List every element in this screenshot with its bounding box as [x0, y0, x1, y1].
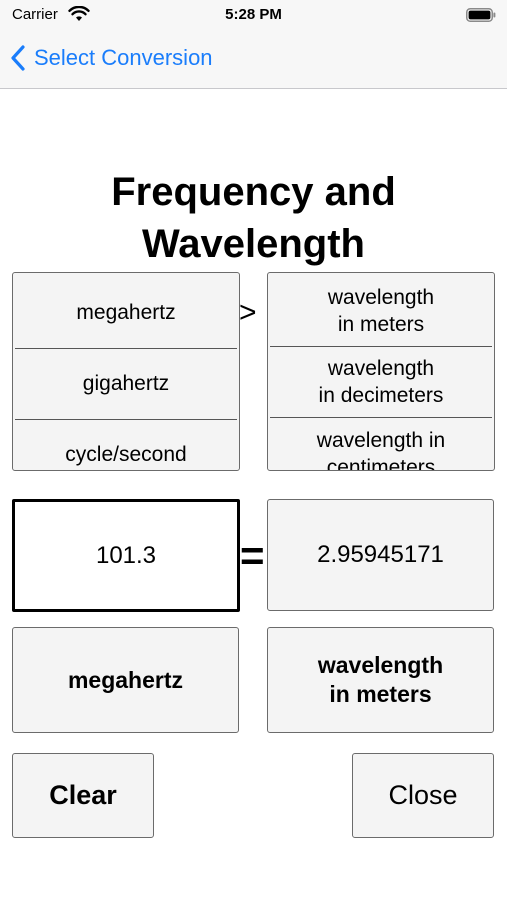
navigation-bar: Select Conversion: [0, 30, 507, 89]
battery-icon: [466, 8, 496, 22]
from-unit-option[interactable]: megahertz: [15, 277, 237, 349]
close-button[interactable]: Close: [352, 753, 494, 838]
conversion-arrow: >: [239, 296, 257, 329]
selected-to-unit: wavelength in meters: [267, 627, 494, 733]
equals-sign: =: [240, 532, 265, 579]
status-bar: [0, 0, 507, 30]
to-unit-option[interactable]: wavelength in centimeters: [316, 429, 446, 471]
to-unit-picker[interactable]: wavelength in meters wavelength in decim…: [267, 272, 495, 471]
result-output: 2.95945171: [267, 499, 494, 611]
status-time: 5:28 PM: [225, 6, 282, 23]
carrier-label: Carrier: [12, 6, 58, 23]
page-title: Frequency and Wavelength: [111, 170, 396, 266]
value-input-text: 101.3: [95, 541, 157, 569]
to-unit-option[interactable]: wavelength in decimeters: [270, 346, 492, 418]
wifi-icon: [68, 6, 90, 21]
from-unit-option[interactable]: gigahertz: [15, 348, 237, 420]
selected-to-unit-label: wavelength in meters: [317, 652, 444, 707]
value-input[interactable]: 101.3: [12, 499, 240, 612]
clear-button[interactable]: Clear: [12, 753, 154, 838]
clear-button-label: Clear: [49, 780, 117, 810]
selected-from-unit: megahertz: [12, 627, 239, 733]
back-button[interactable]: Select Conversion: [10, 42, 213, 74]
to-unit-option[interactable]: wavelength in meters: [270, 275, 492, 347]
from-unit-option[interactable]: cycle/second: [65, 443, 187, 466]
result-value: 2.95945171: [317, 541, 444, 568]
selected-from-unit-label: megahertz: [67, 666, 184, 693]
from-unit-picker[interactable]: megahertz gigahertz cycle/second: [12, 272, 240, 471]
back-button-label: Select Conversion: [34, 45, 213, 70]
close-button-label: Close: [388, 780, 458, 810]
chevron-left-icon: [11, 45, 25, 71]
